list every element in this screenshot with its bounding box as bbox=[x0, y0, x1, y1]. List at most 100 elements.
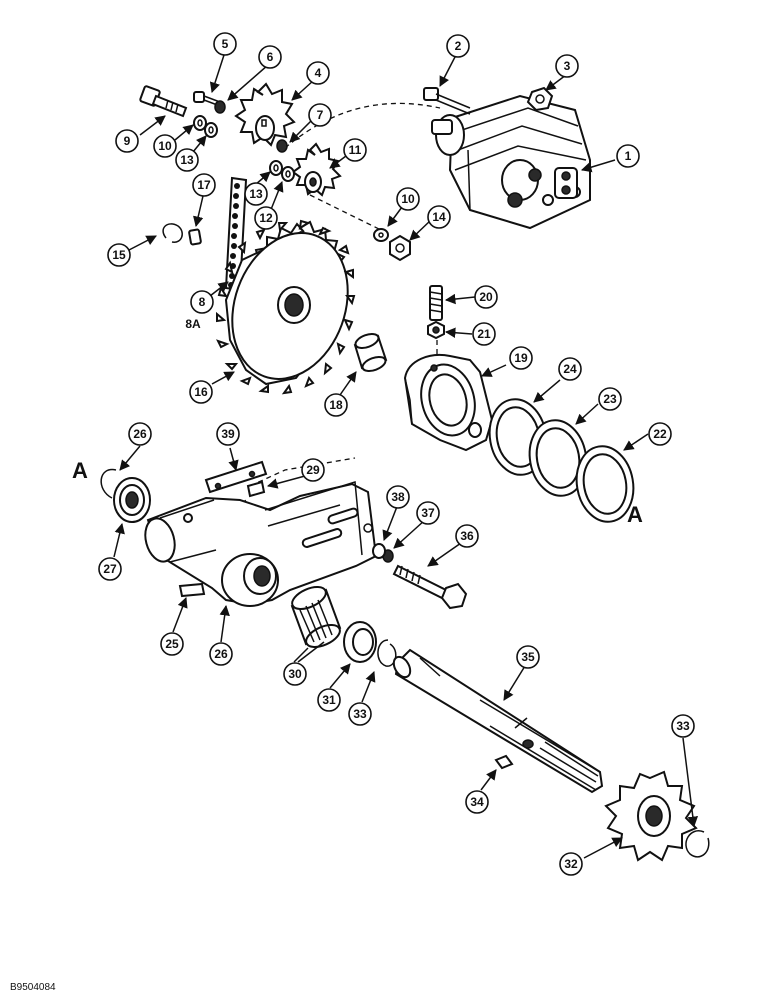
callout-9: 9 bbox=[115, 129, 139, 153]
svg-text:33: 33 bbox=[353, 707, 367, 721]
callout-26-bottom: 26 bbox=[209, 642, 233, 666]
callout-18: 18 bbox=[324, 393, 348, 417]
callout-21: 21 bbox=[472, 322, 496, 346]
leader-lines bbox=[113, 54, 699, 859]
svg-text:34: 34 bbox=[470, 795, 484, 809]
bearing-housing-19 bbox=[403, 354, 494, 452]
callout-17: 17 bbox=[192, 173, 216, 197]
svg-text:24: 24 bbox=[563, 362, 577, 376]
hydraulic-motor bbox=[431, 94, 591, 230]
svg-text:3: 3 bbox=[564, 59, 571, 73]
callout-24: 24 bbox=[558, 357, 582, 381]
svg-text:23: 23 bbox=[603, 392, 617, 406]
callout-20: 20 bbox=[474, 285, 498, 309]
callout-15: 15 bbox=[107, 243, 131, 267]
callout-39: 39 bbox=[216, 422, 240, 446]
bolt-36 bbox=[392, 564, 468, 610]
snap-ring-33-left bbox=[377, 639, 397, 667]
nut-3 bbox=[526, 86, 554, 112]
callout-30: 30 bbox=[283, 662, 307, 686]
callout-5: 5 bbox=[213, 32, 237, 56]
svg-text:25: 25 bbox=[165, 637, 179, 651]
svg-text:12: 12 bbox=[259, 211, 273, 225]
svg-text:35: 35 bbox=[521, 650, 535, 664]
callout-34: 34 bbox=[465, 790, 489, 814]
callout-32: 32 bbox=[559, 852, 583, 876]
svg-text:14: 14 bbox=[432, 210, 446, 224]
bolt-29 bbox=[246, 480, 266, 498]
callout-25: 25 bbox=[160, 632, 184, 656]
svg-text:36: 36 bbox=[460, 529, 474, 543]
svg-text:10: 10 bbox=[158, 139, 172, 153]
svg-text:39: 39 bbox=[221, 427, 235, 441]
nut-14 bbox=[389, 234, 411, 262]
callout-23: 23 bbox=[598, 387, 622, 411]
svg-text:26: 26 bbox=[133, 427, 147, 441]
svg-text:10: 10 bbox=[401, 192, 415, 206]
callout-33-right: 33 bbox=[671, 714, 695, 738]
callout-13-left: 13 bbox=[175, 148, 199, 172]
callout-26-top: 26 bbox=[128, 422, 152, 446]
drive-shaft-35 bbox=[392, 648, 604, 794]
callout-3: 3 bbox=[555, 54, 579, 78]
callout-8a: 8A bbox=[185, 317, 201, 331]
sprocket-4 bbox=[234, 82, 296, 147]
seal-31 bbox=[343, 621, 377, 663]
figure-code: B9504084 bbox=[10, 982, 56, 993]
large-sprocket-16 bbox=[224, 220, 349, 386]
callout-27: 27 bbox=[98, 557, 122, 581]
svg-text:37: 37 bbox=[421, 506, 435, 520]
svg-text:8A: 8A bbox=[185, 317, 201, 331]
svg-text:18: 18 bbox=[329, 398, 343, 412]
svg-text:20: 20 bbox=[479, 290, 493, 304]
callout-10-left: 10 bbox=[153, 134, 177, 158]
washer-38 bbox=[372, 543, 386, 559]
callout-19: 19 bbox=[509, 346, 533, 370]
svg-text:32: 32 bbox=[564, 857, 578, 871]
callout-22: 22 bbox=[648, 422, 672, 446]
callout-11: 11 bbox=[343, 138, 367, 162]
set-screw-20 bbox=[429, 285, 443, 321]
section-marker-a-right: A bbox=[627, 502, 643, 527]
callout-16: 16 bbox=[189, 380, 213, 404]
key-34 bbox=[494, 754, 514, 770]
svg-text:29: 29 bbox=[306, 463, 320, 477]
snap-ring-26 bbox=[100, 468, 117, 499]
callout-13-right: 13 bbox=[244, 182, 268, 206]
callout-4: 4 bbox=[306, 61, 330, 85]
washer-7 bbox=[276, 139, 288, 153]
lockwasher-13-left bbox=[204, 122, 218, 138]
bolt-9 bbox=[139, 85, 188, 118]
svg-text:11: 11 bbox=[349, 143, 362, 157]
key-25 bbox=[178, 582, 206, 598]
bolt-2 bbox=[423, 87, 471, 115]
callout-31: 31 bbox=[317, 688, 341, 712]
svg-text:6: 6 bbox=[267, 50, 274, 64]
svg-text:22: 22 bbox=[653, 427, 667, 441]
callout-7: 7 bbox=[308, 103, 332, 127]
svg-text:31: 31 bbox=[322, 693, 336, 707]
pivot-arm-26 bbox=[144, 481, 378, 607]
snap-ring-33-right bbox=[685, 830, 710, 858]
callout-6: 6 bbox=[258, 45, 282, 69]
svg-text:13: 13 bbox=[249, 187, 263, 201]
washer-10-left bbox=[193, 115, 207, 131]
bearing-27 bbox=[113, 477, 151, 523]
svg-text:13: 13 bbox=[180, 153, 194, 167]
svg-text:1: 1 bbox=[625, 149, 632, 163]
needle-bearing-30 bbox=[290, 585, 342, 649]
key-17 bbox=[188, 228, 202, 246]
bracket-39 bbox=[204, 460, 268, 494]
sprocket-11 bbox=[291, 142, 342, 197]
callout-36: 36 bbox=[455, 524, 479, 548]
lockwasher-13-right bbox=[269, 160, 283, 176]
svg-text:4: 4 bbox=[315, 66, 322, 80]
callout-37: 37 bbox=[416, 501, 440, 525]
callout-8: 8 bbox=[190, 290, 214, 314]
callout-2: 2 bbox=[446, 34, 470, 58]
svg-text:2: 2 bbox=[455, 39, 462, 53]
callout-1: 1 bbox=[616, 144, 640, 168]
svg-text:33: 33 bbox=[676, 719, 690, 733]
thrust-washer-22 bbox=[575, 445, 635, 523]
washer-6 bbox=[214, 100, 226, 114]
